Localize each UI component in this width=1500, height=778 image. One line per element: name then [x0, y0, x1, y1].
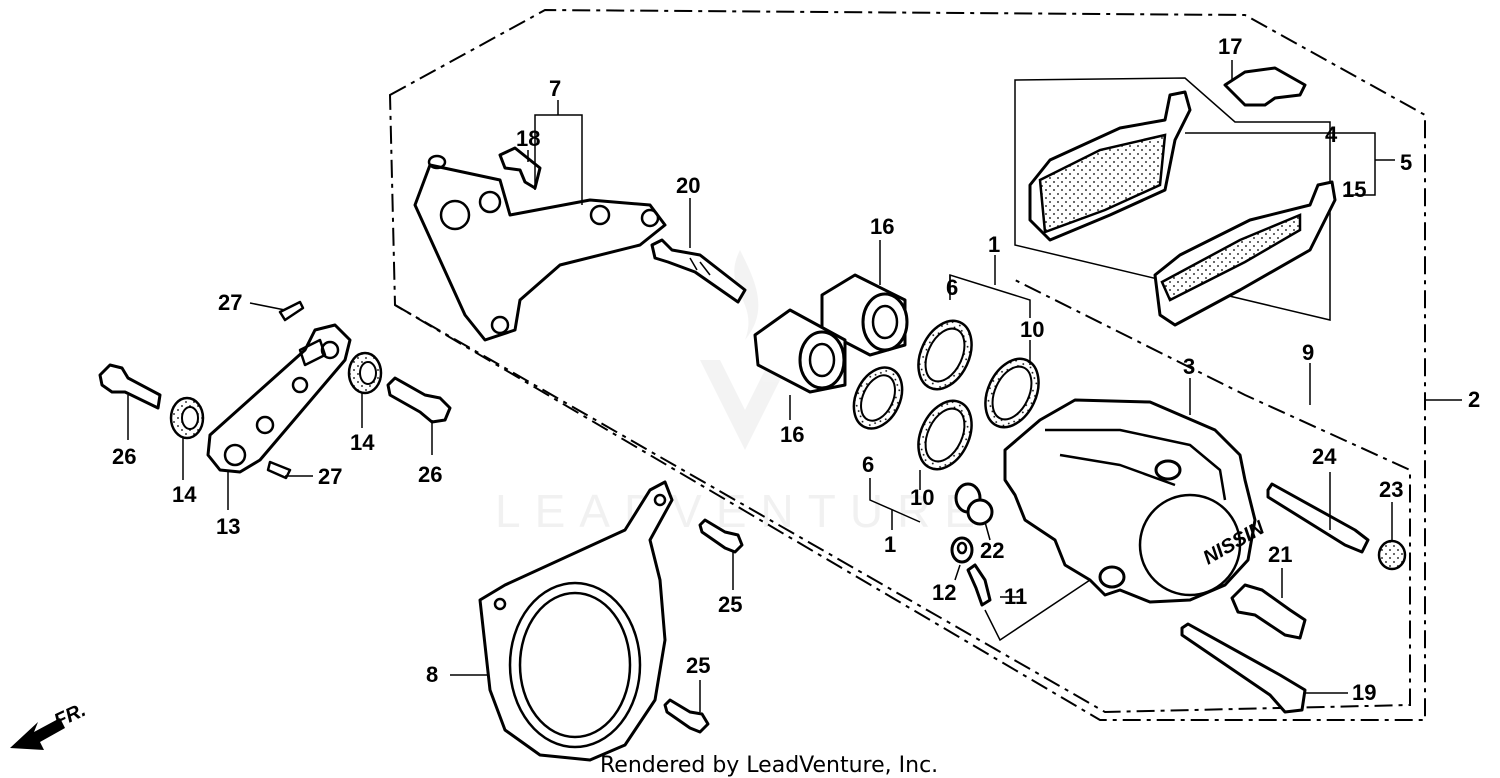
- assembly-outline-2: [388, 8, 1426, 721]
- brake-pad-4: [1028, 90, 1192, 242]
- callout-27-top: 27: [218, 290, 242, 315]
- collar-14-right: [347, 351, 383, 395]
- bolt-25-lower: [663, 698, 710, 734]
- dust-seal-lower: [917, 399, 973, 471]
- cover-plate: [478, 480, 674, 762]
- callout-4: 4: [1325, 122, 1338, 147]
- leader-lines: [127, 60, 1462, 712]
- callout-10-lower: 10: [910, 485, 934, 510]
- piston-upper: [820, 273, 909, 357]
- piston-lower: [753, 308, 847, 394]
- bolt-21: [1230, 583, 1307, 640]
- caliper-outline-9: [394, 279, 1411, 714]
- callout-6-upper: 6: [946, 275, 958, 300]
- callout-23: 23: [1379, 477, 1403, 502]
- callout-9: 9: [1302, 340, 1314, 365]
- dust-seal-upper: [984, 357, 1040, 429]
- callout-8: 8: [426, 662, 438, 687]
- credit-text: Rendered by LeadVenture, Inc.: [600, 753, 938, 778]
- bleeder-cap: [954, 482, 994, 526]
- cotter-pin-27-top: [278, 300, 305, 322]
- slide-pin-19: [1180, 622, 1307, 714]
- callout-12: 12: [932, 580, 956, 605]
- callout-10-upper: 10: [1020, 317, 1044, 342]
- slide-pin-24: [1266, 482, 1370, 554]
- bolt-26-left: [98, 363, 162, 410]
- callout-26-right: 26: [418, 462, 442, 487]
- bleeder-washer: [950, 536, 974, 564]
- cotter-pin-27-bottom: [266, 460, 292, 480]
- brake-pad-15: [1153, 180, 1337, 327]
- pad-spring: [1223, 66, 1307, 107]
- callout-5: 5: [1400, 150, 1412, 175]
- callout-25-upper: 25: [718, 592, 742, 617]
- callout-16-lower: 16: [780, 422, 804, 447]
- callout-17: 17: [1218, 34, 1242, 59]
- callout-1-upper: 1: [988, 232, 1000, 257]
- callout-24: 24: [1312, 444, 1337, 469]
- callout-16-upper: 16: [870, 214, 894, 239]
- callout-2: 2: [1468, 387, 1480, 412]
- collar-14-left: [169, 396, 205, 440]
- callout-21: 21: [1268, 542, 1292, 567]
- torque-arm: [206, 323, 352, 474]
- callout-18: 18: [516, 126, 540, 151]
- piston-seal-lower: [852, 366, 904, 430]
- callout-22: 22: [980, 538, 1004, 563]
- pin-boot-23: [1377, 539, 1407, 571]
- callout-11: 11: [1004, 584, 1027, 609]
- piston-seal-upper: [917, 319, 973, 391]
- bleeder-valve: [966, 563, 992, 607]
- callout-1-lower: 1: [884, 532, 896, 557]
- caliper-body: NISSIN: [1003, 398, 1269, 604]
- callout-25-lower: 25: [686, 653, 710, 678]
- callout-14-right: 14: [350, 430, 375, 455]
- callout-13: 13: [216, 514, 240, 539]
- pad-clip: [498, 146, 542, 190]
- callout-3: 3: [1183, 354, 1195, 379]
- front-direction-arrow: FR.: [10, 699, 89, 750]
- caliper-bracket: [413, 154, 667, 342]
- callout-19: 19: [1352, 680, 1376, 705]
- callout-15: 15: [1342, 177, 1366, 202]
- callout-6-lower: 6: [862, 452, 874, 477]
- pad-set-outline-5: [1014, 77, 1331, 321]
- callout-labels: 7 18 20 16 16 1 6 10 6 10 1 3 9 4 5 15 1…: [112, 34, 1480, 705]
- callout-26-left: 26: [112, 444, 136, 469]
- bolt-26-right: [386, 376, 452, 424]
- pin-bolt: [650, 238, 747, 304]
- bolt-25-upper: [698, 518, 744, 554]
- callout-7: 7: [549, 76, 561, 101]
- callout-14-left: 14: [172, 482, 197, 507]
- callout-27-bottom: 27: [318, 464, 342, 489]
- callout-20: 20: [676, 173, 700, 198]
